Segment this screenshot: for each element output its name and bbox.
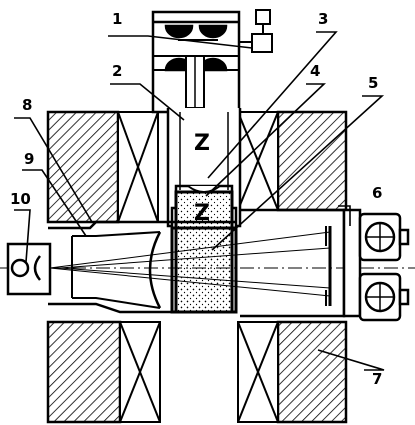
- yoke-upper-right: [276, 110, 348, 212]
- callout-1: 1: [112, 10, 122, 28]
- field-mark-lower: Z: [194, 201, 210, 226]
- magnet-yoke: [46, 110, 348, 424]
- callout-9: 9: [24, 150, 34, 168]
- coil-upper-left: [117, 111, 159, 223]
- leader-lines: [14, 31, 385, 371]
- leader-5: [211, 95, 385, 251]
- top-drive-assembly: [151, 9, 273, 114]
- coil-upper-right: [237, 111, 279, 211]
- coil-lower-right: [237, 321, 279, 423]
- callout-7: 7: [372, 370, 382, 388]
- callout-8: 8: [22, 96, 32, 114]
- yoke-lower-right: [276, 320, 348, 424]
- magnet-coils: [117, 111, 279, 423]
- yoke-lower-left: [46, 320, 122, 424]
- field-marks: Z Z: [194, 131, 210, 226]
- leader-3: [207, 31, 338, 179]
- callout-5: 5: [368, 74, 378, 92]
- callout-3: 3: [318, 10, 328, 28]
- leader-2: [110, 83, 185, 121]
- callout-6: 6: [372, 184, 382, 202]
- callout-4: 4: [310, 62, 320, 80]
- leader-9: [22, 169, 87, 237]
- leader-7: [317, 349, 385, 371]
- leader-4: [205, 83, 327, 197]
- lens: [148, 231, 162, 309]
- light-source: [6, 242, 52, 296]
- field-mark-upper: Z: [194, 131, 210, 156]
- central-vessel: [148, 108, 242, 314]
- callout-2: 2: [112, 62, 122, 80]
- leader-8: [14, 117, 93, 223]
- leader-10: [14, 209, 31, 263]
- callout-labels: 1 2 3 4 5 6 7 8 9 10: [10, 10, 382, 388]
- coil-lower-left: [119, 321, 161, 423]
- leader-1: [108, 35, 253, 49]
- leader-6: [338, 205, 351, 226]
- callout-10: 10: [10, 190, 31, 208]
- detector-housing: [342, 208, 410, 322]
